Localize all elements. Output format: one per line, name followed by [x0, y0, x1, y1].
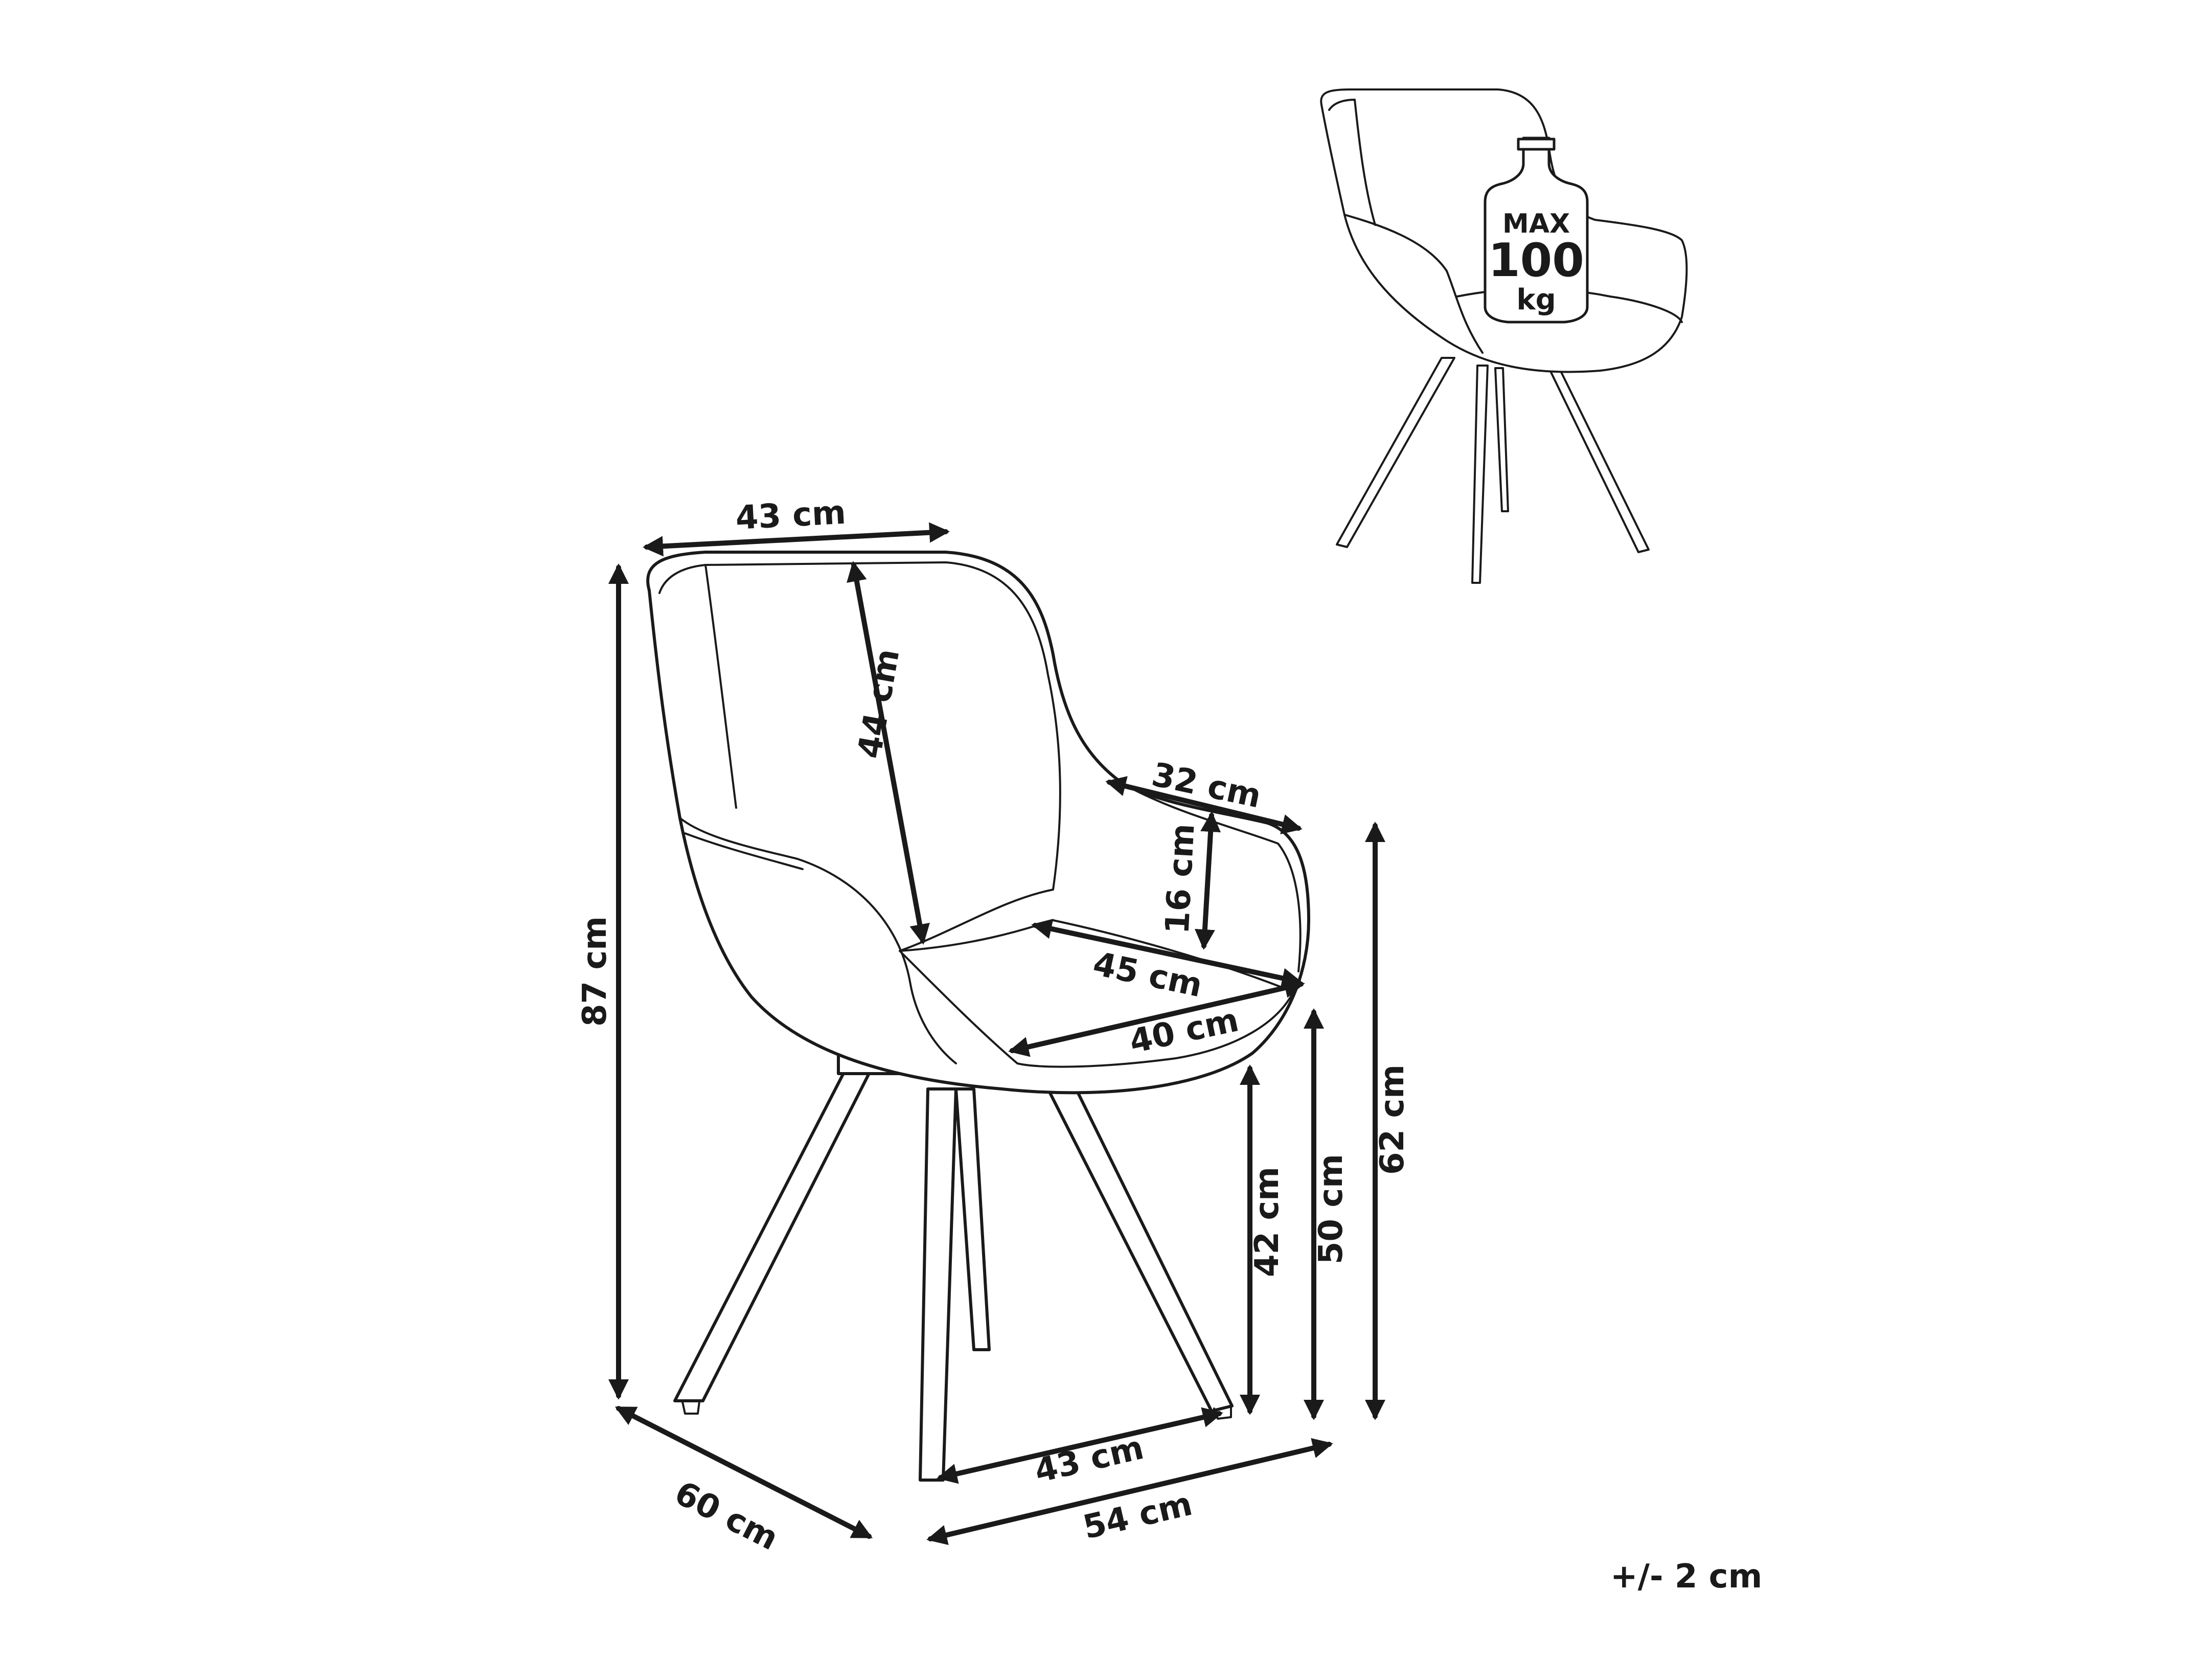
leg-foot-left: [681, 1401, 700, 1415]
dim-arrow-back-width: [643, 522, 950, 557]
dim-arrow-base-width-outer: [926, 1438, 1333, 1546]
small-chair-leg-back: [1494, 367, 1509, 512]
chair-leg-right: [1046, 1087, 1234, 1413]
dimension-arrows: [608, 522, 1385, 1546]
dim-arrow-armrest-depth: [1105, 776, 1303, 834]
label-armrest-height: 16 cm: [1158, 823, 1202, 935]
label-seat-height-front: 42 cm: [1248, 1167, 1286, 1277]
label-total-height: 87 cm: [576, 916, 614, 1027]
max-load-label: MAX: [1502, 209, 1570, 239]
dim-arrow-seat-depth: [1031, 919, 1303, 988]
label-seat-height: 50 cm: [1312, 1154, 1350, 1264]
backrest-front: [704, 561, 1061, 952]
chair-leg-front: [919, 1087, 957, 1482]
back-inner-edge: [658, 564, 737, 809]
small-chair-back-inner: [1328, 99, 1376, 226]
bottle-cap-icon: [1517, 138, 1556, 151]
label-back-width: 43 cm: [735, 494, 847, 537]
chair-leg-left: [673, 1062, 876, 1402]
label-base-width-inner: 43 cm: [1031, 1429, 1147, 1491]
max-load-unit: kg: [1516, 283, 1556, 316]
dim-arrow-seat-width: [1008, 978, 1305, 1057]
dim-arrow-backrest-height: [847, 561, 930, 945]
dim-arrow-base-depth: [614, 1406, 873, 1539]
label-armrest-floor-height: 62 cm: [1374, 1064, 1411, 1175]
load-capacity-illustration: MAX 100 kg: [1320, 88, 1688, 584]
label-base-width-outer: 54 cm: [1080, 1485, 1196, 1547]
small-chair-leg-left: [1336, 357, 1455, 548]
small-chair-leg-front: [1471, 365, 1489, 584]
side-welt-inner: [684, 832, 804, 870]
tolerance-note: +/- 2 cm: [1610, 1558, 1762, 1596]
small-chair-welt: [1343, 214, 1484, 354]
chair-leg-back: [954, 1087, 991, 1351]
max-load-value: 100: [1488, 234, 1584, 287]
small-chair-leg-right: [1548, 367, 1650, 553]
weight-bottle-icon: [1484, 137, 1589, 324]
